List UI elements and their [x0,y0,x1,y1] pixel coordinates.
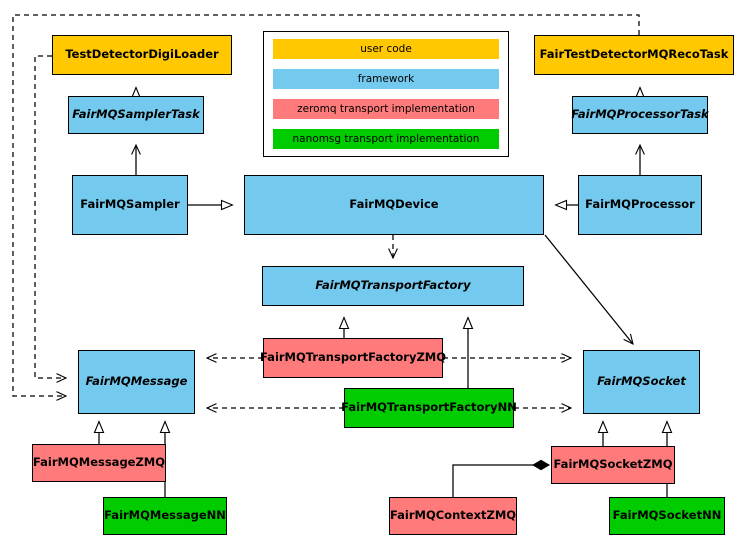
color-legend: user code framework zeromq transport imp… [263,31,509,157]
class-box-fairmqdevice[interactable]: FairMQDevice [244,175,544,235]
class-box-fairmqtransportfactoryzmq[interactable]: FairMQTransportFactoryZMQ [260,338,446,378]
legend-item-framework: framework [273,69,499,89]
class-box-fairmqsocket[interactable]: FairMQSocket [583,350,700,414]
class-box-fairmqtransportfactorynn[interactable]: FairMQTransportFactoryNN [341,388,517,428]
edge-digiloader-message [34,55,68,383]
class-box-fairmqmessagezmq[interactable]: FairMQMessageZMQ [32,444,166,482]
edge-device-socket [544,234,634,346]
legend-item-zeromq: zeromq transport implementation [273,99,499,119]
class-box-fairmqsocketnn[interactable]: FairMQSocketNN [609,497,725,535]
class-box-fairmqmessage[interactable]: FairMQMessage [78,350,195,414]
class-box-fairmqcontextzmq[interactable]: FairMQContextZMQ [389,497,517,535]
legend-item-user-code: user code [273,39,499,59]
class-box-fairmqsampler[interactable]: FairMQSampler [72,175,188,235]
class-box-fairmqtransportfactory[interactable]: FairMQTransportFactory [262,266,524,306]
class-box-fairtestdetectormqrecotask[interactable]: FairTestDetectorMQRecoTask [534,35,734,75]
class-box-fairmqsamplertask[interactable]: FairMQSamplerTask [68,96,204,134]
edge-socketzmq-contextzmq [452,459,550,497]
class-box-fairmqprocessor[interactable]: FairMQProcessor [578,175,702,235]
class-box-fairmqmessagenn[interactable]: FairMQMessageNN [103,497,227,535]
class-box-fairmqsocketzmq[interactable]: FairMQSocketZMQ [551,446,675,484]
class-box-testdetectordigiloader[interactable]: TestDetectorDigiLoader [52,35,232,75]
edge-recotask-message [12,14,640,401]
class-box-fairmqprocessortask[interactable]: FairMQProcessorTask [571,96,709,134]
legend-item-nanomsg: nanomsg transport implementation [273,129,499,149]
